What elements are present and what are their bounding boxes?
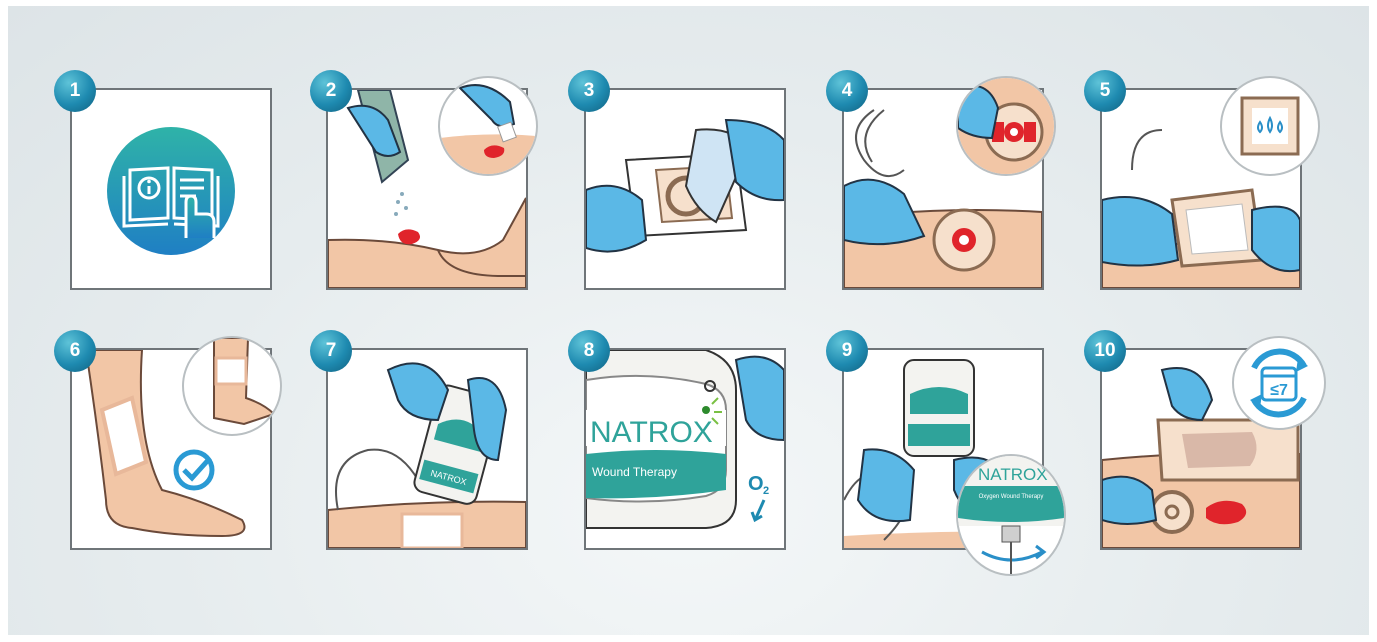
step-1-badge: 1 (54, 70, 96, 112)
oxygen-light-icon: NATROX Wound Therapy O 2 (586, 350, 784, 548)
oxygen-subscript: 2 (763, 485, 769, 497)
step-4-detail-inset (956, 76, 1056, 176)
peel-backing-icon (586, 90, 784, 288)
connect-device-icon: NATROX (328, 350, 526, 548)
step-1-panel (70, 88, 272, 290)
step-2-badge: 2 (310, 70, 352, 112)
step-5-badge: 5 (1084, 70, 1126, 112)
instruction-canvas: 1 2 3 (8, 6, 1369, 635)
oxygen-symbol: O (748, 473, 764, 495)
device-brand-large: NATROX (590, 416, 713, 449)
step-8-badge: 8 (568, 330, 610, 372)
step-2-detail-inset (438, 76, 538, 176)
step-9-badge: 9 (826, 330, 868, 372)
moisture-drops-icon (1222, 78, 1318, 174)
step-7-badge: 7 (310, 330, 352, 372)
inset-device-brand: NATROX (978, 465, 1048, 484)
step-4-badge: 4 (826, 70, 868, 112)
step-6-detail-inset (182, 336, 282, 436)
calendar-cycle-icon: ≤7 (1234, 338, 1324, 428)
inset-product-line: Oxygen Wound Therapy (979, 494, 1044, 500)
inset-device-trademark: ® (1042, 463, 1048, 472)
step-3-panel (584, 88, 786, 290)
instruction-manual-icon (72, 90, 270, 288)
step-10-badge: 10 (1084, 330, 1126, 372)
step-9-detail-inset: NATROX ® Oxygen Wound Therapy (956, 454, 1066, 576)
schedule-days-label: ≤7 (1270, 382, 1288, 399)
step-8-panel: NATROX Wound Therapy O 2 (584, 348, 786, 550)
device-product-line: Wound Therapy (592, 465, 677, 479)
step-6-badge: 6 (54, 330, 96, 372)
step-7-panel: NATROX (326, 348, 528, 550)
step-5-detail-inset (1220, 76, 1320, 176)
step-3-badge: 3 (568, 70, 610, 112)
step-10-detail-inset: ≤7 (1232, 336, 1326, 430)
